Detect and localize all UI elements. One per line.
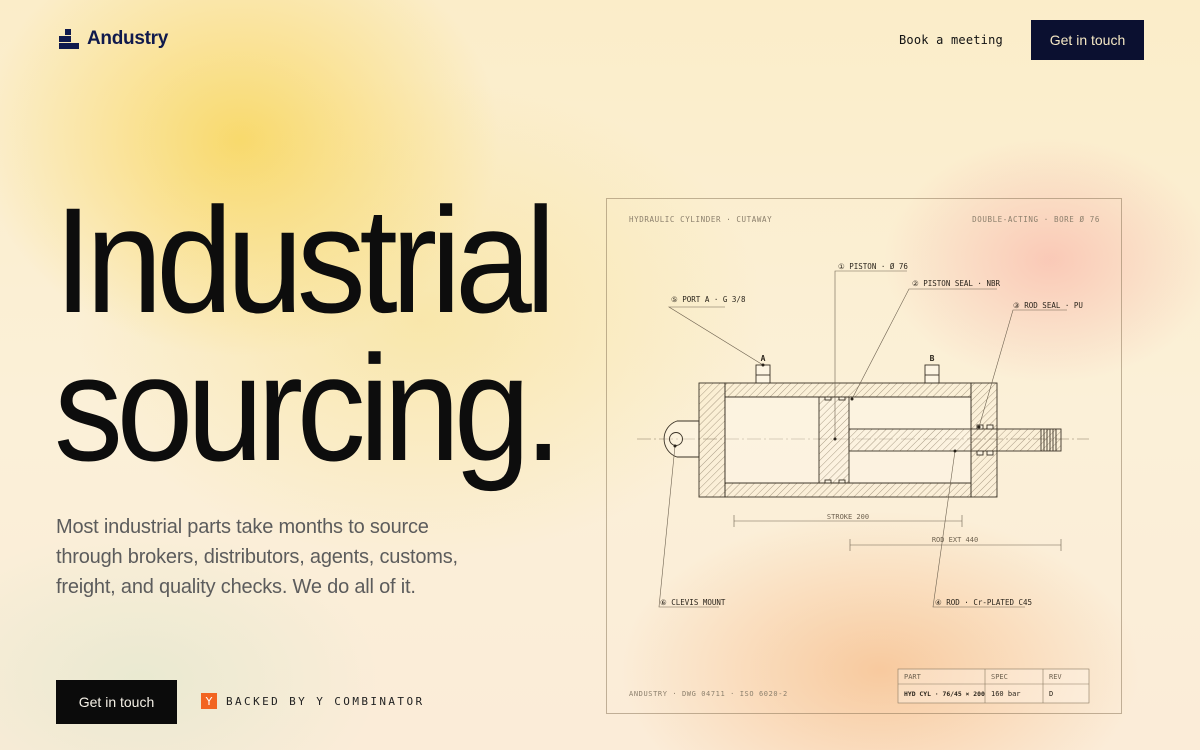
dimension-stroke <box>733 515 963 527</box>
title-block-spec: 160 bar <box>991 690 1021 698</box>
leader-lines <box>658 270 1067 608</box>
title-block-header-spec: SPEC <box>991 673 1008 681</box>
label-piston: ① PISTON · Ø 76 <box>838 262 908 271</box>
hydraulic-cylinder-drawing: HYDRAULIC CYLINDER · CUTAWAY DOUBLE-ACTI… <box>606 198 1122 714</box>
dim-rod-ext-label: ROD EXT 440 <box>932 536 978 544</box>
title-block-header-part: PART <box>904 673 922 681</box>
dimension-rod-ext <box>849 539 1062 551</box>
brand-logo[interactable]: Andustry <box>59 28 168 50</box>
hero-headline: Industrial sourcing. <box>54 176 606 492</box>
label-rod-seal: ③ ROD SEAL · PU <box>1013 301 1083 310</box>
logo-mark-icon <box>59 29 79 49</box>
port-b-letter: B <box>930 354 935 363</box>
yc-logo-icon: Y <box>201 693 217 709</box>
title-block <box>897 668 1090 704</box>
label-piston-seal: ② PISTON SEAL · NBR <box>912 279 1000 288</box>
hero-subtext: Most industrial parts take months to sou… <box>56 516 458 598</box>
cylinder-cutaway-svg: HYDRAULIC CYLINDER · CUTAWAY DOUBLE-ACTI… <box>629 215 1100 704</box>
hero-get-in-touch-button[interactable]: Get in touch <box>56 680 177 724</box>
title-block-part: HYD CYL · 76/45 × 200 <box>904 690 985 698</box>
brand-name: Andustry <box>87 28 168 49</box>
drawing-footer: ANDUSTRY · DWG 04711 · ISO 6020-2 <box>629 690 788 698</box>
book-meeting-link[interactable]: Book a meeting <box>899 33 1003 47</box>
label-rod: ④ ROD · Cr-PLATED C45 <box>935 598 1032 607</box>
title-block-rev: D <box>1049 690 1053 698</box>
drawing-title-right: DOUBLE-ACTING · BORE Ø 76 <box>972 215 1100 224</box>
label-port-a: ⑤ PORT A · G 3/8 <box>671 295 746 304</box>
port-a-letter: A <box>761 354 766 363</box>
piston-rod <box>848 424 1062 456</box>
piston <box>818 396 850 484</box>
headline-line-2: sourcing. <box>54 324 562 492</box>
leader-dots <box>673 363 981 453</box>
yc-backing: Y BACKED BY Y COMBINATOR <box>201 693 425 709</box>
header-get-in-touch-button[interactable]: Get in touch <box>1031 20 1144 60</box>
dim-stroke-label: STROKE 200 <box>827 513 869 521</box>
ports <box>755 364 940 384</box>
title-block-header-rev: REV <box>1049 673 1062 681</box>
clevis-mount <box>663 420 700 458</box>
yc-text: BACKED BY Y COMBINATOR <box>226 694 425 708</box>
drawing-title-left: HYDRAULIC CYLINDER · CUTAWAY <box>629 215 772 224</box>
label-clevis: ⑥ CLEVIS MOUNT <box>660 598 726 607</box>
headline-line-1: Industrial <box>54 176 556 344</box>
